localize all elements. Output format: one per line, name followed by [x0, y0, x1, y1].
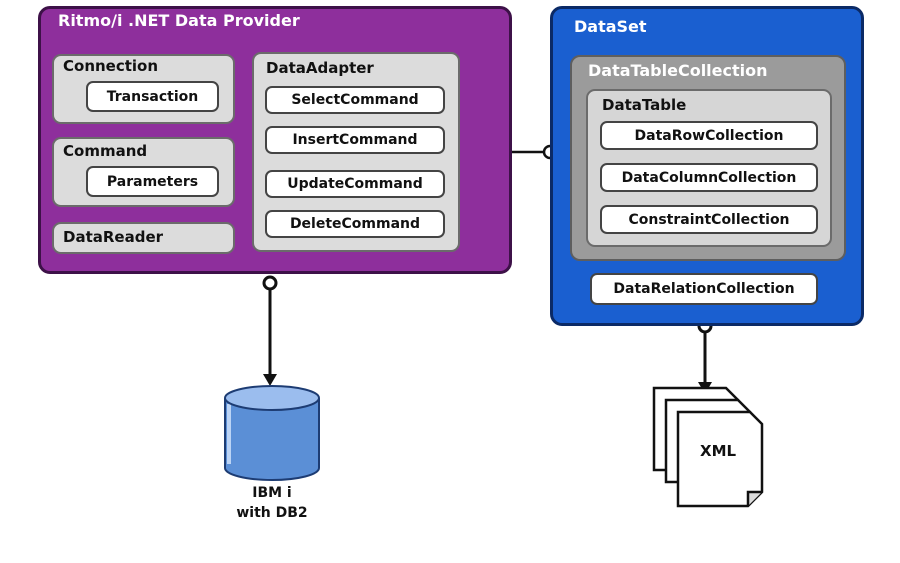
dataset-title: DataSet [574, 17, 647, 36]
xml-label: XML [700, 442, 737, 460]
datatable-title: DataTable [602, 96, 687, 114]
database-caption-line1: IBM i [252, 485, 292, 501]
constraintcollection-box: ConstraintCollection [600, 205, 818, 234]
datareader-panel [52, 222, 235, 254]
datarelationcollection-box: DataRelationCollection [590, 273, 818, 305]
parameters-box: Parameters [86, 166, 219, 197]
database-caption-line2: with DB2 [236, 505, 308, 521]
datareader-title: DataReader [63, 228, 164, 246]
xml-document-stack-icon [652, 386, 764, 508]
updatecommand-box: UpdateCommand [265, 170, 445, 198]
database-caption: IBM i with DB2 [222, 483, 322, 523]
command-title: Command [63, 142, 148, 160]
provider-title: Ritmo/i .NET Data Provider [58, 11, 300, 30]
datacolumncollection-box: DataColumnCollection [600, 163, 818, 192]
insertcommand-box: InsertCommand [265, 126, 445, 154]
transaction-box: Transaction [86, 81, 219, 112]
datarowcollection-box: DataRowCollection [600, 121, 818, 150]
provider-to-db-connector [262, 275, 278, 386]
datatablecollection-title: DataTableCollection [588, 61, 768, 80]
database-cylinder-icon [224, 385, 320, 481]
dataset-to-xml-connector [697, 318, 713, 394]
selectcommand-box: SelectCommand [265, 86, 445, 114]
deletecommand-box: DeleteCommand [265, 210, 445, 238]
connection-title: Connection [63, 57, 159, 75]
dataadapter-title: DataAdapter [266, 59, 374, 77]
